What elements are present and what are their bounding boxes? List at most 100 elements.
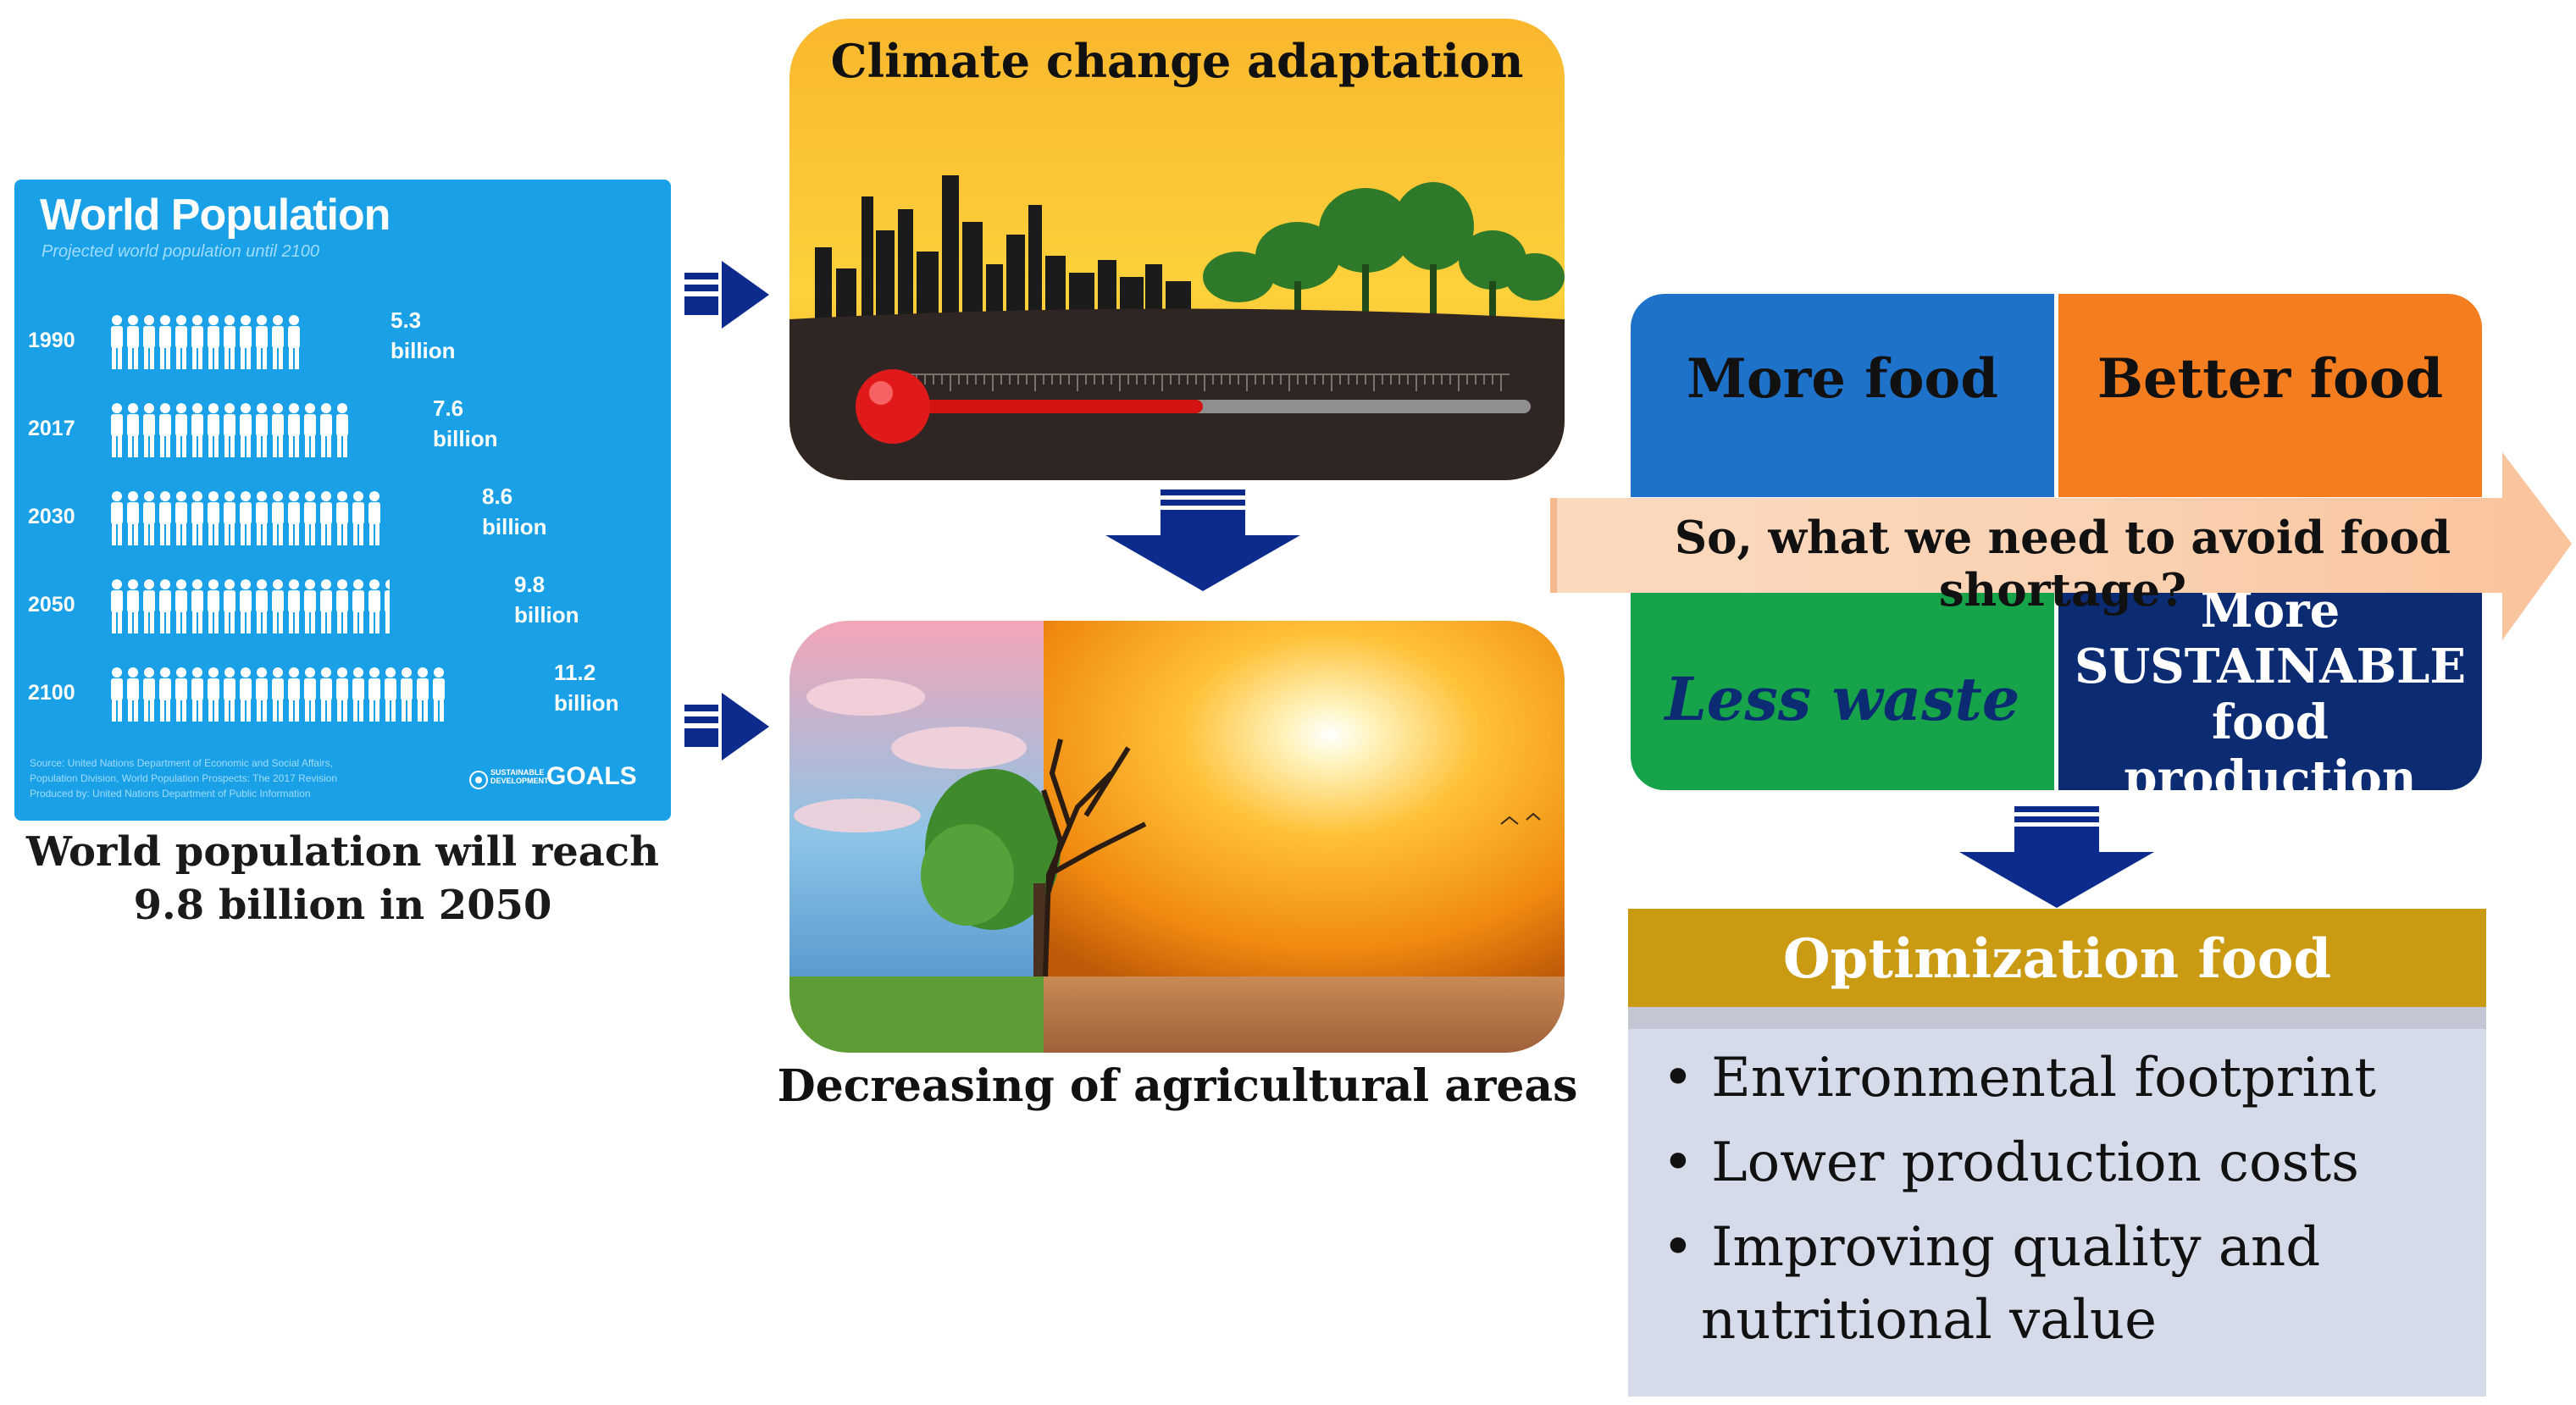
optimization-list: • Environmental footprint • Lower produc… xyxy=(1628,1007,2486,1397)
agriculture-caption: Decreasing of agricultural areas xyxy=(777,1060,1578,1112)
person-icon xyxy=(175,579,187,633)
person-icon xyxy=(191,579,203,633)
less-waste-tile: Less waste xyxy=(1631,590,2054,790)
person-icon xyxy=(272,403,284,457)
person-icon xyxy=(352,579,364,633)
person-icon xyxy=(111,667,123,722)
person-icon xyxy=(127,667,139,722)
person-icon xyxy=(256,579,268,633)
list-item: • Lower production costs xyxy=(1662,1131,2359,1194)
person-icon xyxy=(175,491,187,545)
person-icon xyxy=(256,315,268,369)
person-icon xyxy=(256,403,268,457)
person-icon xyxy=(191,491,203,545)
better-food-tile: Better food xyxy=(2058,294,2482,497)
person-icon xyxy=(111,579,123,633)
person-icon xyxy=(385,667,396,722)
person-icon xyxy=(159,491,171,545)
more-food-tile: More food xyxy=(1631,294,2054,497)
more-food-label: More food xyxy=(1687,346,1998,411)
un-emblem-icon xyxy=(469,771,488,789)
person-icon xyxy=(401,667,413,722)
infographic-title: World Population xyxy=(40,191,391,240)
question-text: So, what we need to avoid food shortage? xyxy=(1674,512,2451,617)
person-icon xyxy=(368,491,380,545)
person-icon xyxy=(272,491,284,545)
person-icon xyxy=(224,579,235,633)
person-icon xyxy=(191,403,203,457)
person-icon xyxy=(320,579,332,633)
person-icon xyxy=(240,667,252,722)
person-icon xyxy=(240,491,252,545)
person-icon xyxy=(336,667,348,722)
person-icon xyxy=(352,491,364,545)
person-icon xyxy=(191,315,203,369)
population-caption: World population will reach 9.8 billion … xyxy=(26,828,659,929)
person-icon xyxy=(175,667,187,722)
less-waste-label: Less waste xyxy=(1665,663,2020,734)
thermometer-level xyxy=(874,400,1203,413)
people-icons xyxy=(111,491,380,545)
year-label: 1990 xyxy=(28,329,75,352)
person-icon xyxy=(320,403,332,457)
person-icon xyxy=(288,667,300,722)
person-icon xyxy=(111,315,123,369)
person-icon xyxy=(272,667,284,722)
person-icon xyxy=(208,491,219,545)
person-icon xyxy=(368,667,380,722)
list-item: • Environmental footprint xyxy=(1662,1047,2376,1109)
person-icon xyxy=(304,403,316,457)
person-icon xyxy=(143,579,155,633)
infographic-source: Source: United Nations Department of Eco… xyxy=(30,757,338,799)
person-icon xyxy=(336,403,348,457)
list-item: • Improving quality and xyxy=(1662,1216,2321,1279)
climate-adaptation-panel: Climate change adaptation xyxy=(789,19,1565,480)
person-icon xyxy=(288,579,300,633)
sustainable-production-tile: More SUSTAINABLE food production xyxy=(2058,583,2482,806)
person-icon xyxy=(111,403,123,457)
person-icon xyxy=(143,491,155,545)
person-icon xyxy=(224,403,235,457)
person-icon xyxy=(159,315,171,369)
arrow-right-bottom-icon xyxy=(684,693,769,761)
person-icon xyxy=(240,579,252,633)
thermometer-bulb xyxy=(856,369,930,444)
climate-title: Climate change adaptation xyxy=(830,34,1524,88)
person-icon xyxy=(127,315,139,369)
person-icon xyxy=(256,491,268,545)
people-icons xyxy=(111,403,348,457)
infographic-subtitle: Projected world population until 2100 xyxy=(42,242,319,261)
person-icon xyxy=(272,315,284,369)
person-icon xyxy=(159,403,171,457)
person-icon xyxy=(159,667,171,722)
person-icon xyxy=(224,315,235,369)
person-icon xyxy=(288,491,300,545)
person-icon xyxy=(224,491,235,545)
person-icon xyxy=(352,667,364,722)
person-icon xyxy=(127,491,139,545)
world-population-infographic: World Population Projected world populat… xyxy=(14,180,671,821)
year-label: 2017 xyxy=(28,417,75,440)
person-icon xyxy=(385,579,390,633)
arrow-down-right-icon xyxy=(1959,806,2154,908)
person-icon xyxy=(288,315,300,369)
list-item-continuation: nutritional value xyxy=(1701,1289,2157,1352)
person-icon xyxy=(272,579,284,633)
question-banner-arrow xyxy=(1550,452,2572,640)
optimization-header: Optimization food processes: xyxy=(1628,909,2486,1054)
person-icon xyxy=(368,579,380,633)
person-icon xyxy=(304,579,316,633)
year-label: 2100 xyxy=(28,681,75,705)
person-icon xyxy=(320,667,332,722)
person-icon xyxy=(256,667,268,722)
